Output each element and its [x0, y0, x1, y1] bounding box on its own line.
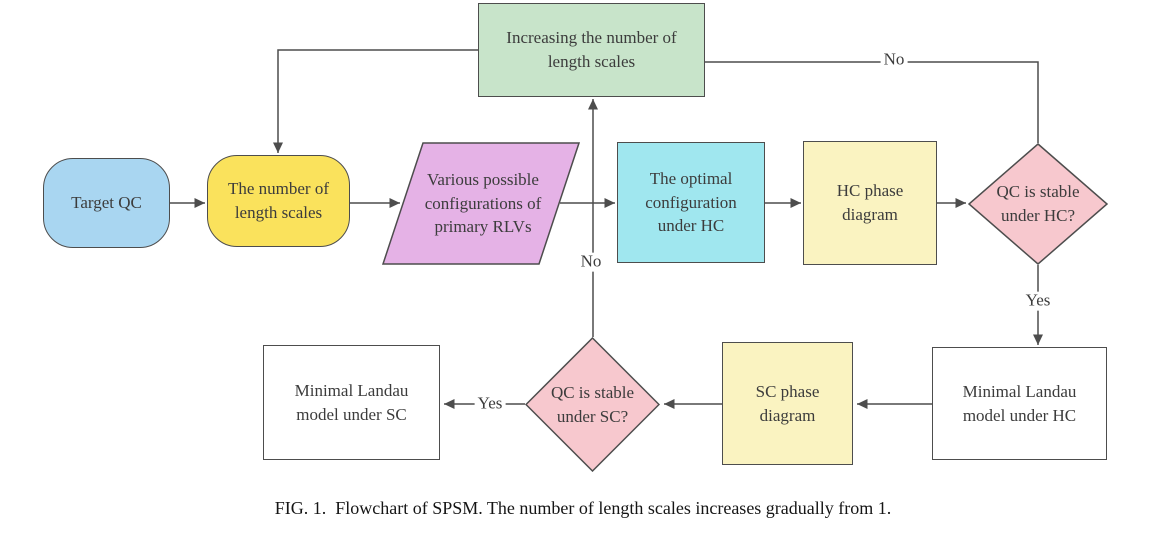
node-minimal-landau-sc-label: Minimal Landau model under SC	[294, 380, 409, 424]
node-hc-phase-diagram: HC phase diagram	[803, 141, 937, 265]
node-configurations-parallelogram: Various possible configurations of prima…	[382, 142, 580, 265]
node-minimal-landau-hc-label: Minimal Landau model under HC	[962, 381, 1077, 425]
node-minimal-landau-hc: Minimal Landau model under HC	[932, 347, 1107, 460]
figure-caption: FIG. 1. Flowchart of SPSM. The number of…	[274, 498, 892, 518]
node-number-of-length-scales-label: The number of length scales	[227, 179, 330, 222]
node-qc-stable-hc-label: QC is stable under HC?	[996, 182, 1080, 225]
node-configurations-label: Various possible configurations of prima…	[424, 169, 542, 237]
node-target-qc: Target QC	[43, 158, 170, 248]
edge-label-yes-right: Yes	[1022, 291, 1054, 311]
node-hc-phase-diagram-label: HC phase diagram	[836, 181, 904, 224]
diamond-outline	[968, 143, 1108, 265]
node-sc-phase-diagram: SC phase diagram	[722, 342, 853, 465]
diamond-shape	[968, 143, 1108, 265]
node-qc-stable-hc-decision: QC is stable under HC?	[968, 143, 1108, 265]
arrow-increasing-to-numscales	[273, 49, 478, 153]
parallelogram-shape	[382, 142, 580, 265]
node-qc-stable-sc-decision: QC is stable under SC?	[525, 337, 660, 472]
node-qc-stable-sc-label: QC is stable under SC?	[550, 382, 635, 426]
node-optimal-configuration: The optimal configuration under HC	[617, 142, 765, 263]
edge-label-yes-bottom: Yes	[474, 394, 506, 414]
node-number-of-length-scales: The number of length scales	[207, 155, 350, 247]
node-optimal-configuration-label: The optimal configuration under HC	[645, 168, 737, 236]
node-target-qc-label: Target QC	[71, 193, 142, 213]
edge-label-no-top: No	[880, 50, 908, 70]
parallelogram-outline	[382, 142, 580, 265]
node-minimal-landau-sc: Minimal Landau model under SC	[263, 345, 440, 460]
node-sc-phase-diagram-label: SC phase diagram	[755, 381, 820, 425]
edge-label-no-middle: No	[577, 252, 605, 272]
diamond-shape	[525, 337, 660, 472]
node-increasing-length-scales-label: Increasing the number of length scales	[506, 28, 677, 71]
diamond-outline	[525, 337, 660, 472]
line-no-feedback-top	[705, 61, 1039, 143]
node-increasing-length-scales: Increasing the number of length scales	[478, 3, 705, 97]
